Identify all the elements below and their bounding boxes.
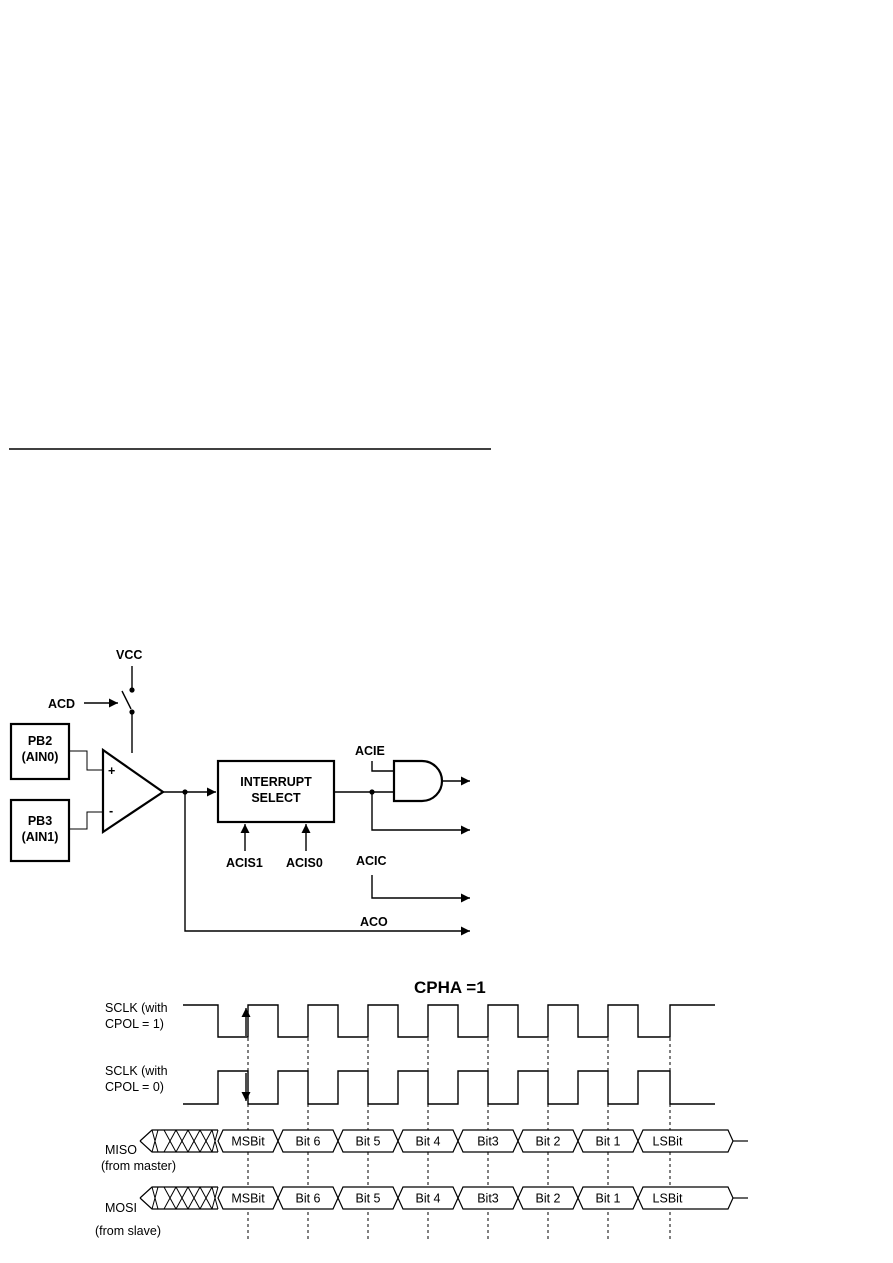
mosi-bit-label: Bit 2 xyxy=(535,1192,560,1206)
miso-bit-label: Bit3 xyxy=(477,1135,499,1149)
acie-label: ACIE xyxy=(355,744,385,758)
sclk-cpol1-waveform xyxy=(183,1004,715,1038)
sclk-cpol0-label-2: CPOL = 0) xyxy=(105,1080,164,1094)
sclk-cpol0-waveform xyxy=(183,1070,715,1105)
miso-label-2: (from master) xyxy=(101,1159,176,1173)
mosi-label-2: (from slave) xyxy=(95,1224,161,1238)
pos-input-wire xyxy=(69,750,103,771)
miso-undefined-region xyxy=(151,1129,219,1153)
aci-flag-wire xyxy=(371,792,470,835)
miso-bit-label: Bit 1 xyxy=(595,1135,620,1149)
comparator-symbol xyxy=(101,747,165,835)
mosi-undefined-frame xyxy=(139,1186,218,1210)
aco-wire xyxy=(184,792,470,936)
acic-wire xyxy=(371,875,470,903)
neg-input-wire xyxy=(69,811,103,830)
miso-bit-label: Bit 5 xyxy=(355,1135,380,1149)
vcc-node xyxy=(129,687,135,693)
mosi-bit-label: MSBit xyxy=(231,1192,265,1206)
sclk-cpol0-label-1: SCLK (with xyxy=(105,1064,168,1078)
acie-wire xyxy=(371,761,394,772)
mosi-label-1: MOSI xyxy=(105,1201,137,1215)
aco-label: ACO xyxy=(360,915,388,929)
ain1-label: (AIN1) xyxy=(22,830,59,844)
select-label: SELECT xyxy=(251,791,301,805)
miso-bit-label: Bit 2 xyxy=(535,1135,560,1149)
acd-label: ACD xyxy=(48,697,75,711)
acd-switch-blade xyxy=(121,690,132,710)
pb2-label: PB2 xyxy=(28,734,52,748)
analog-comparator-diagram: VCC ACD PB2 (AIN0) PB3 (AIN1) + - ACO IN… xyxy=(9,648,470,936)
minus-sign: - xyxy=(109,804,113,818)
mosi-bit-label: Bit 1 xyxy=(595,1192,620,1206)
ain0-label: (AIN0) xyxy=(22,750,59,764)
miso-row: MSBit Bit 6 Bit 5 Bit 4 Bit3 Bit 2 Bit 1 LSBit xyxy=(139,1129,748,1153)
pb3-label: PB3 xyxy=(28,814,52,828)
mosi-row: MSBit Bit 6 Bit 5 Bit 4 Bit3 Bit 2 Bit 1 LSBit xyxy=(139,1186,748,1210)
mosi-bit-label: Bit 6 xyxy=(295,1192,320,1206)
mosi-bit-label: LSBit xyxy=(653,1192,683,1206)
mosi-undefined-region xyxy=(151,1186,219,1210)
sclk-cpol1-label-2: CPOL = 1) xyxy=(105,1017,164,1031)
plus-sign: + xyxy=(108,764,115,778)
mosi-bit-label: Bit3 xyxy=(477,1192,499,1206)
acis1-label: ACIS1 xyxy=(226,856,263,870)
miso-label-1: MISO xyxy=(105,1143,137,1157)
timing-title: CPHA =1 xyxy=(414,978,486,997)
miso-bit-label: LSBit xyxy=(653,1135,683,1149)
miso-bit-label: MSBit xyxy=(231,1135,265,1149)
mosi-bit-label: Bit 4 xyxy=(415,1192,440,1206)
acic-label: ACIC xyxy=(356,854,387,868)
miso-undefined-frame xyxy=(139,1129,218,1153)
sclk-cpol1-label-1: SCLK (with xyxy=(105,1001,168,1015)
acis0-label: ACIS0 xyxy=(286,856,323,870)
spi-timing-diagram: CPHA =1 SCLK (with CPOL = 1) SCLK (with … xyxy=(95,978,748,1240)
and-gate xyxy=(392,759,444,803)
miso-bit-label: Bit 4 xyxy=(415,1135,440,1149)
miso-bit-label: Bit 6 xyxy=(295,1135,320,1149)
vcc-label: VCC xyxy=(116,648,142,662)
interrupt-label: INTERRUPT xyxy=(240,775,312,789)
mosi-bit-label: Bit 5 xyxy=(355,1192,380,1206)
pb3-ain1-box xyxy=(9,798,71,863)
